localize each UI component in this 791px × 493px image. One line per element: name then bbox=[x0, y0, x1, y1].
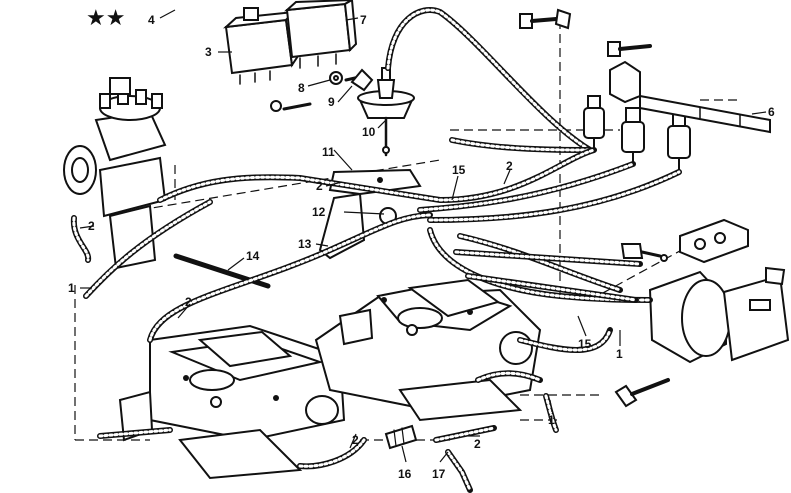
label-15-right: 15 bbox=[578, 337, 592, 351]
label-1-bottom: 1 bbox=[548, 413, 555, 427]
carburetor-right bbox=[314, 278, 542, 422]
label-17: 17 bbox=[432, 467, 446, 481]
label-2-left-hose: 2 bbox=[185, 295, 192, 309]
label-9: 9 bbox=[328, 95, 335, 109]
label-7: 7 bbox=[360, 13, 367, 27]
vacuum-solenoid bbox=[648, 266, 790, 364]
label-12: 12 bbox=[312, 205, 326, 219]
label-14: 14 bbox=[246, 249, 260, 263]
label-2-lower-left: 2 bbox=[352, 433, 359, 447]
label-2-bracket: 2 bbox=[316, 179, 323, 193]
mounting-rail bbox=[609, 60, 771, 134]
label-10: 10 bbox=[362, 125, 376, 139]
label-11: 11 bbox=[322, 145, 335, 159]
label-3: 3 bbox=[205, 45, 212, 59]
carburetor-left bbox=[118, 324, 346, 480]
label-2-bottom: 2 bbox=[474, 437, 481, 451]
vacuum-hoses bbox=[70, 7, 682, 470]
label-2-distributor: 2 bbox=[88, 219, 95, 233]
label-1-right: 1 bbox=[616, 347, 623, 361]
label-13: 13 bbox=[298, 237, 312, 251]
label-6: 6 bbox=[768, 105, 775, 119]
label-2-top-hose: 2 bbox=[506, 159, 513, 173]
callout-leaders bbox=[79, 9, 767, 463]
thermo-switch-left bbox=[583, 95, 605, 151]
screw-washer-8-9 bbox=[270, 68, 374, 112]
thermo-switch-middle bbox=[621, 107, 645, 165]
distributor bbox=[63, 77, 167, 270]
fitting-17 bbox=[445, 449, 473, 493]
star-markers: ★★ bbox=[86, 6, 125, 31]
relay-7 bbox=[284, 0, 358, 69]
label-16: 16 bbox=[398, 467, 412, 481]
label-1-left: 1 bbox=[68, 281, 75, 295]
connector-block bbox=[620, 218, 749, 264]
label-8: 8 bbox=[298, 81, 305, 95]
callout-numbers: 4 3 7 8 9 10 11 2 12 13 14 2 1 2 15 2 15… bbox=[68, 13, 775, 481]
bolt-top bbox=[519, 8, 652, 57]
thermo-switch-right bbox=[667, 113, 691, 173]
label-4: 4 bbox=[148, 13, 155, 27]
label-15-top: 15 bbox=[452, 163, 466, 177]
fitting-16 bbox=[384, 424, 418, 450]
vacuum-unit-10 bbox=[357, 67, 415, 157]
long-bolt bbox=[614, 378, 670, 408]
